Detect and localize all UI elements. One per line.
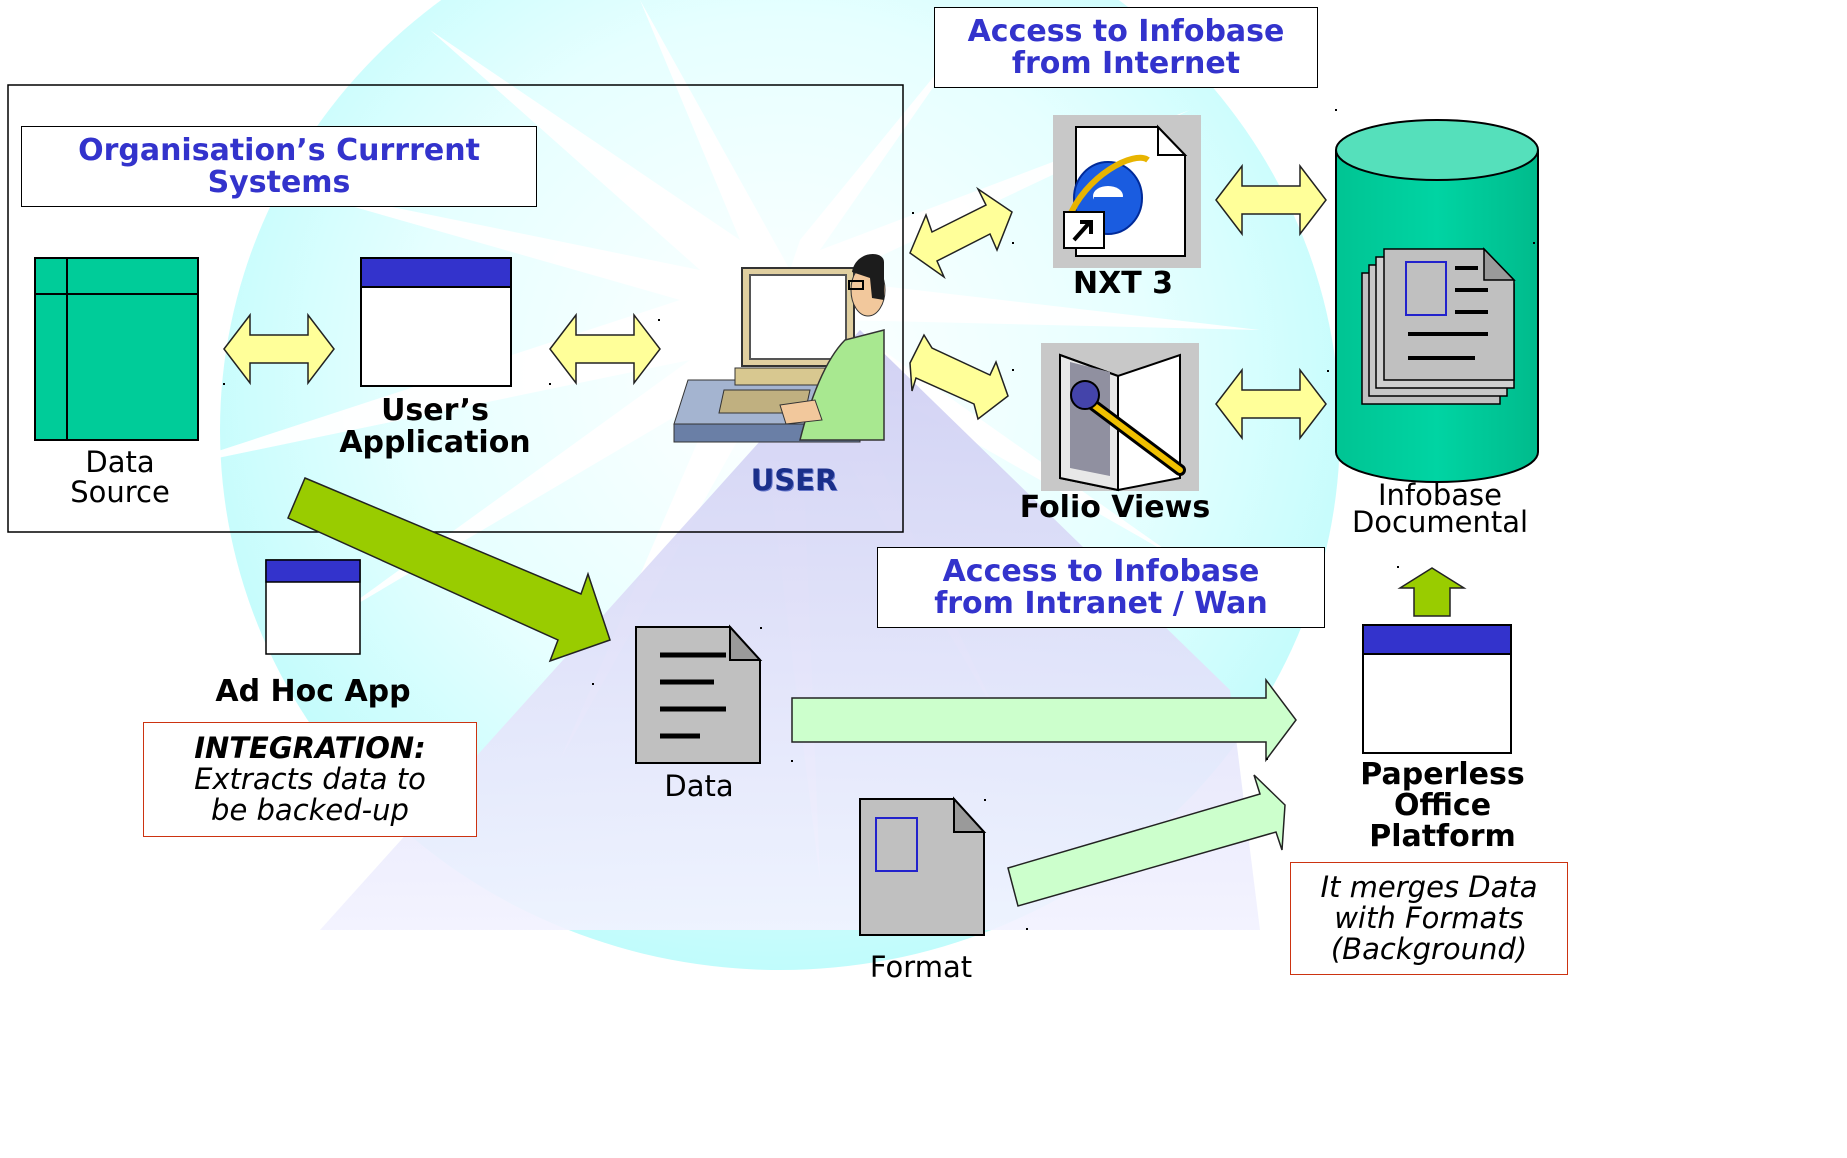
current-systems-frame bbox=[7, 84, 904, 533]
current-systems-title: Organisation’s Currrent Systems bbox=[21, 126, 537, 207]
extract-arrow bbox=[287, 477, 611, 663]
data-to-platform-arrow bbox=[791, 677, 1297, 763]
format-doc-label: Format bbox=[869, 950, 973, 984]
data-document-icon bbox=[635, 624, 763, 764]
paperless-platform-label: Paperless Office Platform bbox=[1360, 757, 1525, 854]
background-specks bbox=[223, 109, 1535, 930]
double-arrow-nxt-infobase bbox=[1215, 163, 1327, 237]
merge-note: It merges Data with Formats (Background) bbox=[1290, 862, 1568, 975]
folio-views-label: Folio Views bbox=[1019, 490, 1211, 525]
intranet-access-title: Access to Infobase from Intranet / Wan bbox=[877, 547, 1325, 628]
database-cylinder-icon bbox=[1335, 119, 1539, 483]
diagram-canvas: Organisation’s Currrent Systems Data Sou… bbox=[7, 0, 1568, 984]
data-doc-label: Data bbox=[664, 769, 734, 803]
adhoc-app-label: Ad Hoc App bbox=[215, 674, 411, 709]
format-document-icon bbox=[859, 796, 987, 936]
adhoc-app-window-icon bbox=[265, 559, 361, 655]
double-arrow-user-nxt bbox=[909, 186, 1013, 280]
data-source-icon bbox=[34, 257, 199, 441]
double-arrow-user-folio bbox=[909, 333, 1009, 421]
user-label: USER bbox=[750, 463, 838, 497]
double-arrow-folio-infobase bbox=[1215, 367, 1327, 441]
platform-to-infobase-arrow bbox=[1397, 567, 1467, 617]
internet-explorer-icon bbox=[1053, 115, 1201, 268]
paperless-window-icon bbox=[1362, 624, 1512, 754]
user-at-computer-icon bbox=[673, 253, 886, 443]
format-to-platform-arrow bbox=[1007, 774, 1286, 907]
users-application-label: User’s Application bbox=[339, 393, 531, 460]
double-arrow-datasource-app bbox=[223, 312, 335, 386]
integration-note: INTEGRATION: Extracts data to be backed-… bbox=[143, 722, 477, 837]
internet-access-title: Access to Infobase from Internet bbox=[934, 7, 1318, 88]
double-arrow-app-user bbox=[549, 312, 661, 386]
data-source-label: Data Source bbox=[70, 445, 170, 510]
folio-views-icon bbox=[1041, 343, 1199, 492]
users-application-window-icon bbox=[360, 257, 512, 387]
infobase-label: Infobase Documental bbox=[1351, 478, 1529, 539]
nxt3-label: NXT 3 bbox=[1072, 266, 1174, 301]
